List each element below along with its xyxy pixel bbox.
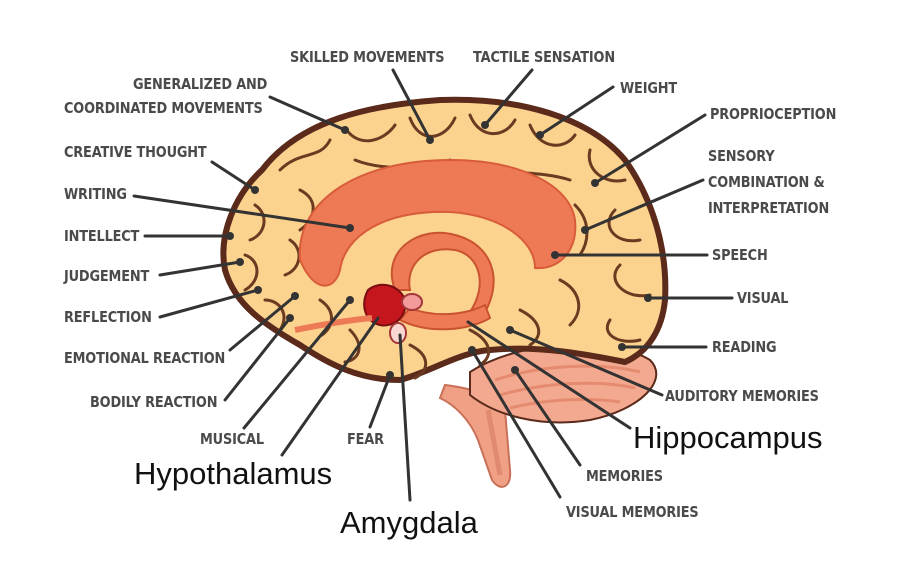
label-emotional-reaction: EMOTIONAL REACTION xyxy=(64,349,226,367)
hypothalamus-body xyxy=(363,283,407,327)
label-judgement: JUDGEMENT xyxy=(64,267,150,285)
label-generalized-line2: COORDINATED MOVEMENTS xyxy=(64,99,263,117)
leader-dots xyxy=(226,121,652,379)
label-speech: SPEECH xyxy=(712,246,768,264)
label-writing: WRITING xyxy=(64,185,127,203)
label-amygdala: Amygdala xyxy=(340,505,478,540)
label-auditory-memories: AUDITORY MEMORIES xyxy=(665,387,819,405)
label-generalized-line1: GENERALIZED AND xyxy=(133,75,268,93)
label-memories: MEMORIES xyxy=(586,467,663,485)
amygdala-body xyxy=(401,293,423,311)
label-proprioception: PROPRIOCEPTION xyxy=(710,105,837,123)
label-reading: READING xyxy=(712,338,777,356)
label-sensory-line3: INTERPRETATION xyxy=(708,199,830,217)
label-musical: MUSICAL xyxy=(200,430,264,448)
leader-lines xyxy=(132,68,734,502)
label-skilled-movements: SKILLED MOVEMENTS xyxy=(290,48,445,66)
label-visual: VISUAL xyxy=(737,289,789,307)
label-sensory-line2: COMBINATION & xyxy=(708,173,825,191)
label-visual-memories: VISUAL MEMORIES xyxy=(566,503,699,521)
label-hippocampus: Hippocampus xyxy=(633,420,823,455)
label-reflection: REFLECTION xyxy=(64,308,152,326)
label-creative-thought: CREATIVE THOUGHT xyxy=(64,143,207,161)
label-weight: WEIGHT xyxy=(620,79,678,97)
brainstem-stripe xyxy=(485,409,503,476)
label-hypothalamus: Hypothalamus xyxy=(134,456,333,491)
label-intellect: INTELLECT xyxy=(64,227,140,245)
label-sensory-line1: SENSORY xyxy=(708,147,775,165)
corpus-callosum xyxy=(298,158,577,287)
label-fear: FEAR xyxy=(347,430,384,448)
label-tactile-sensation: TACTILE SENSATION xyxy=(473,48,615,66)
olfactory-tract xyxy=(294,315,373,333)
label-bodily-reaction: BODILY REACTION xyxy=(90,393,218,411)
